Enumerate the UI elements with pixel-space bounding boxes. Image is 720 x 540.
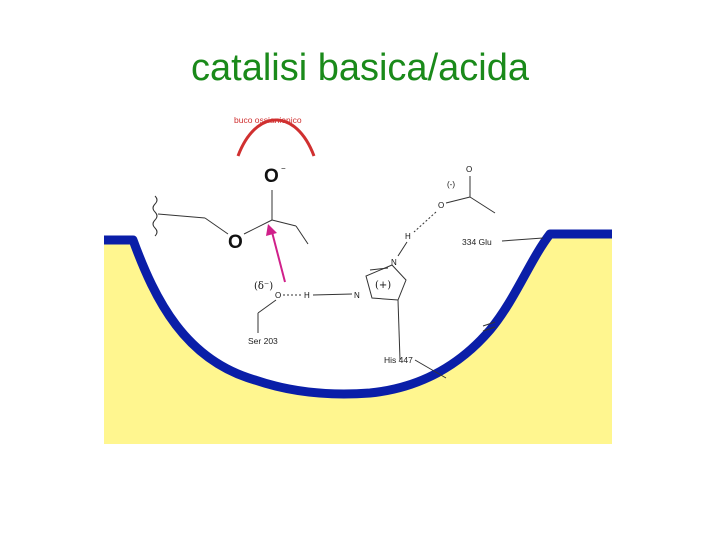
his-side-chain — [397, 299, 401, 361]
substrate-bond — [295, 225, 309, 245]
oxyanion-oxygen: O — [264, 166, 279, 187]
glu-bond — [445, 196, 471, 204]
imidazole-ring — [365, 264, 407, 301]
glu-leader — [501, 237, 544, 242]
slide-title: catalisi basica/acida — [191, 47, 529, 89]
his-charge: (+) — [375, 280, 391, 291]
enzyme-pocket — [104, 234, 612, 444]
wall-mark — [482, 321, 496, 327]
his-ser-bond — [312, 293, 353, 296]
glu-label: 334 Glu — [462, 237, 492, 247]
attack-arrow — [271, 231, 286, 283]
his-n-left: N — [354, 291, 360, 300]
substrate-bond — [243, 219, 273, 235]
substrate-bond — [271, 219, 297, 227]
pocket-border — [104, 229, 612, 399]
ser-bond — [257, 299, 277, 314]
ser-oxygen: O — [275, 291, 281, 300]
oxyanion-charge: − — [281, 164, 286, 173]
substrate-bond — [204, 217, 229, 235]
oxyanion-hole-arc — [236, 118, 316, 157]
his-n-top: N — [391, 258, 397, 267]
glu-ester-oxygen: O — [438, 201, 444, 210]
substrate-wavy-bond — [152, 195, 158, 237]
ser-hydrogen: H — [304, 291, 310, 300]
his-nh-bond — [397, 241, 408, 257]
his-leader — [414, 359, 447, 379]
glu-charge: (-) — [447, 180, 455, 189]
wall-mark — [482, 326, 496, 332]
glu-carbonyl-oxygen: O — [466, 165, 472, 174]
substrate-bond — [157, 213, 206, 219]
ser-label: Ser 203 — [248, 336, 278, 346]
ser-charge: (δ⁻) — [254, 281, 273, 292]
imidazole-inner-bond — [369, 267, 389, 271]
glu-bond — [469, 196, 496, 214]
hbond-glu-his — [413, 211, 437, 233]
attack-arrowhead — [266, 224, 277, 236]
substrate-oxygen: O — [228, 232, 243, 253]
his-hydrogen: H — [405, 232, 411, 241]
his-label: His 447 — [384, 355, 413, 365]
oxyanion-hole-label: buco ossianionico — [234, 115, 302, 125]
